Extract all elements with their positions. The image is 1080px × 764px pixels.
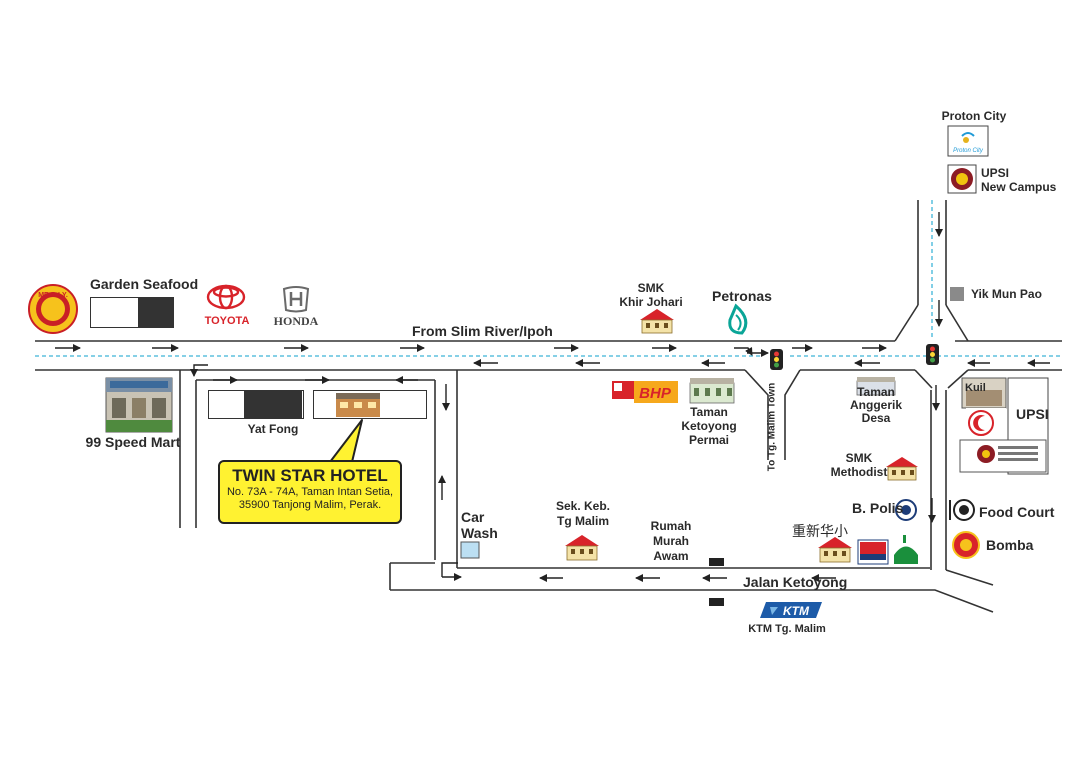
smk-methodist-label-1: SMK xyxy=(845,451,873,465)
upsi-new-campus-label-2: New Campus xyxy=(981,180,1057,194)
rumah-label-3: Awam xyxy=(653,549,689,563)
food-court-icon xyxy=(949,499,975,521)
yat-fong-shaded xyxy=(244,391,302,418)
row-houses-icon xyxy=(856,377,896,396)
honda-logo-icon xyxy=(282,286,310,313)
hotel-name: TWIN STAR HOTEL xyxy=(232,466,388,485)
traffic-arrows xyxy=(55,212,1050,582)
bhp-logo-text: BHP xyxy=(639,385,672,402)
petronas-label: Petronas xyxy=(712,288,772,304)
upsi-block xyxy=(959,377,1049,475)
honda-label: HONDA xyxy=(273,314,319,328)
ktm-logo xyxy=(760,602,822,618)
chinese-school-label: 重新华小 xyxy=(792,523,848,539)
bhp-logo xyxy=(612,381,678,403)
rumah-label-2: Murah xyxy=(653,534,689,548)
ktm-station-label: KTM Tg. Malim xyxy=(748,623,826,635)
kuil-temple-photo xyxy=(961,377,1007,409)
row-houses-icon xyxy=(689,378,735,404)
mr-diy-logo xyxy=(28,284,78,334)
taman-ketoyong-label-3: Permai xyxy=(688,433,730,447)
smk-khir-johari-label-1: SMK xyxy=(637,281,665,295)
yik-mun-pao-marker-icon xyxy=(950,287,964,301)
petronas-logo-icon xyxy=(728,303,748,335)
upsi-new-campus-label-1: UPSI xyxy=(981,166,1010,180)
school-building-icon xyxy=(640,309,674,334)
garden-seafood-label: Garden Seafood xyxy=(90,276,199,292)
car-wash-label-2: Wash xyxy=(461,525,498,541)
mosque-icon xyxy=(894,535,918,564)
garden-seafood-shaded xyxy=(138,298,173,327)
malaysia-badge-icon xyxy=(857,539,889,565)
speed-mart-label: 99 Speed Mart xyxy=(85,434,181,450)
taman-anggerik-label-3: Desa xyxy=(861,411,891,425)
proton-city-label: Proton City xyxy=(941,109,1007,123)
school-building-icon xyxy=(565,535,599,561)
rail-crossing-icon xyxy=(709,598,724,606)
yik-mun-pao-label: Yik Mun Pao xyxy=(971,287,1042,301)
police-badge-icon xyxy=(895,499,917,521)
hotel-address-line2: 35900 Tanjong Malim, Perak. xyxy=(238,499,382,511)
rumah-label-1: Rumah xyxy=(650,519,692,533)
bomba-label: Bomba xyxy=(986,537,1034,553)
malaysia-badge-text: MALAYSIA xyxy=(863,559,883,564)
taman-ketoyong-label-2: Ketoyong xyxy=(681,419,737,433)
callout-pointer xyxy=(329,419,363,463)
traffic-light-icon xyxy=(926,344,939,365)
main-road xyxy=(35,200,1062,613)
taman-ketoyong-label-1: Taman xyxy=(690,405,728,419)
car-wash-marker-icon xyxy=(460,541,480,559)
upsi-label: UPSI xyxy=(1016,406,1049,422)
toyota-label: TOYOTA xyxy=(204,315,250,327)
hotel-address-line1: No. 73A - 74A, Taman Intan Setia, xyxy=(226,486,394,498)
hotel-callout: TWIN STAR HOTEL No. 73A - 74A, Taman Int… xyxy=(218,460,402,524)
to-tg-malim-town-label: To Tg. Malim Town xyxy=(766,382,778,472)
sek-keb-label-2: Tg Malim xyxy=(556,514,610,528)
from-road-label: From Slim River/Ipoh xyxy=(412,323,553,339)
kuil-label: Kuil xyxy=(965,382,986,394)
toyota-logo-icon xyxy=(206,284,246,310)
school-building-icon xyxy=(818,537,852,563)
traffic-light-icon xyxy=(770,349,783,370)
proton-city-logo-text: Proton City xyxy=(953,148,984,154)
smk-khir-johari-label-2: Khir Johari xyxy=(619,295,683,309)
taman-anggerik-label-1: Taman xyxy=(857,385,895,399)
jalan-ketoyong-label: Jalan Ketoyong xyxy=(743,574,848,590)
smk-methodist-label-2: Methodist xyxy=(830,465,888,479)
yat-fong-label: Yat Fong xyxy=(247,422,299,436)
sek-keb-label-1: Sek. Keb. xyxy=(555,499,611,513)
mr-diy-text: MR.D.I.Y. xyxy=(38,292,68,299)
food-court-label: Food Court xyxy=(979,504,1055,520)
car-wash-label-1: Car xyxy=(461,509,485,525)
rail-crossing-icon xyxy=(709,558,724,566)
taman-anggerik-label-2: Anggerik xyxy=(849,398,903,412)
upsi-seal-icon xyxy=(947,164,977,194)
school-building-icon xyxy=(886,457,918,481)
proton-city-logo xyxy=(947,125,989,157)
hotel-building-photo xyxy=(336,393,380,417)
speed-mart-photo xyxy=(105,377,173,433)
bomba-badge-icon xyxy=(952,531,980,559)
ktm-logo-text: KTM xyxy=(783,604,810,618)
b-polis-label: B. Polis xyxy=(852,500,904,516)
